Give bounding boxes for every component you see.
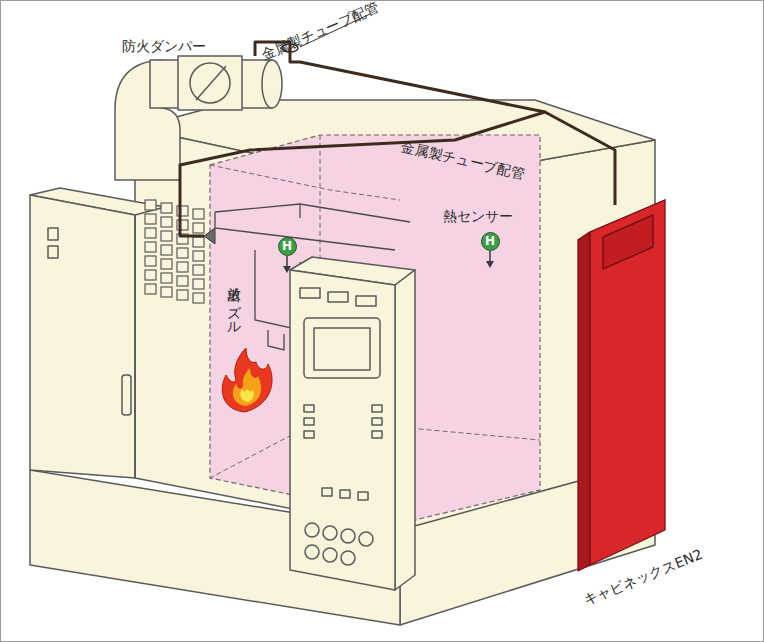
control-panel-part [305, 523, 319, 537]
discharge-nozzle [204, 228, 215, 244]
discharge-nozzle-part [204, 228, 215, 244]
sensor-symbol-letter: H [282, 240, 292, 252]
control-panel-part [328, 292, 348, 302]
fire-flame-part [233, 368, 261, 406]
control-panel-part [395, 270, 415, 590]
protected-zone-part [210, 165, 400, 200]
door-grid-part [193, 209, 204, 219]
door-grid-part [145, 228, 156, 238]
machine-body-part [30, 195, 135, 478]
sensor-arrow-part [486, 261, 494, 268]
nozzle-label: 放出ノズル [227, 276, 241, 329]
door-grid-part [193, 265, 204, 275]
machine-body-part [48, 246, 58, 258]
sensor-arrow-part [283, 266, 291, 273]
control-panel-part [341, 529, 355, 543]
door-grid-part [161, 287, 172, 297]
heat-sensor: H [278, 237, 297, 256]
cabinet-face [578, 232, 590, 571]
spindle-unit-part [268, 330, 284, 350]
control-panel-part [322, 488, 332, 496]
machine-body-part [48, 228, 58, 240]
door-grid-part [161, 273, 172, 283]
control-panel-part [304, 418, 314, 425]
fire-damper-part [196, 66, 226, 100]
fire-flame [222, 348, 272, 412]
sensor-label: 熱センサー [443, 209, 513, 223]
door-grid-part [145, 214, 156, 224]
cabinet-shape [575, 195, 670, 575]
control-panel-part [290, 270, 395, 590]
control-panel-part [323, 526, 337, 540]
door-grid-part [145, 270, 156, 280]
door-grid-part [161, 245, 172, 255]
door-grid-part [145, 242, 156, 252]
door-grid-part [193, 251, 204, 261]
control-panel-part [300, 288, 320, 298]
control-panel-part [304, 405, 314, 412]
metal-tube-piping-part [180, 112, 545, 236]
control-panel [290, 257, 415, 590]
cabinet-face [603, 215, 653, 269]
control-panel-part [323, 548, 337, 562]
control-panel-part [304, 431, 314, 438]
damper-label: 防火ダンパー [122, 39, 206, 53]
fire-damper-part [262, 60, 282, 108]
control-panel-part [340, 490, 350, 498]
machine-body-part [122, 375, 131, 415]
door-grid-part [193, 237, 204, 247]
door-grid-part [177, 290, 188, 300]
sensor-symbol-letter: H [485, 235, 495, 247]
door-grid-part [145, 284, 156, 294]
door-grid-part [161, 259, 172, 269]
door-grid-part [145, 256, 156, 266]
extinguisher-cabinet: キャビネックスEN2 [575, 195, 670, 575]
metal-tube-piping-part [255, 42, 615, 205]
door-grid-part [193, 293, 204, 303]
control-panel-part [372, 431, 382, 438]
door-grid-part [177, 248, 188, 258]
control-panel-part [305, 545, 319, 559]
fire-damper-part [178, 56, 242, 110]
fire-flame-part [240, 389, 253, 402]
control-panel-part [356, 296, 376, 306]
door-grid-part [193, 279, 204, 289]
machine-body-part [134, 215, 136, 478]
control-panel-part [341, 551, 355, 565]
door-grid-part [177, 262, 188, 272]
door-grid-part [193, 223, 204, 233]
control-panel-part [372, 405, 382, 412]
heat-sensor: H [481, 232, 500, 251]
door-grid-part [145, 200, 156, 210]
control-panel-part [359, 532, 373, 546]
door-grid [145, 200, 204, 303]
door-grid-part [161, 217, 172, 227]
control-panel-part [304, 318, 380, 378]
cabinet-face [590, 200, 665, 565]
fire-damper-part [150, 60, 272, 108]
door-grid-part [161, 203, 172, 213]
spindle-unit-part [215, 204, 410, 250]
door-grid-part [161, 231, 172, 241]
metal-tube-piping [180, 42, 615, 236]
door-grid-part [177, 276, 188, 286]
control-panel-part [358, 492, 368, 500]
sensor-arrow [283, 251, 494, 273]
control-panel-part [372, 418, 382, 425]
fire-flame-part [222, 348, 272, 412]
control-panel-part [314, 328, 370, 370]
fire-damper-part [190, 63, 230, 103]
